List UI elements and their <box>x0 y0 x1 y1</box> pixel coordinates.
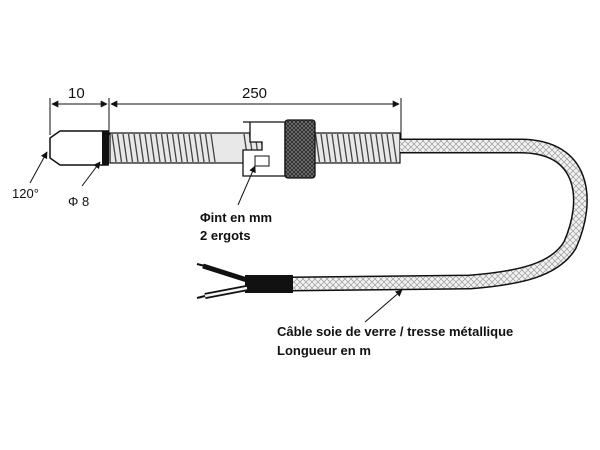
cable-note-line1: Câble soie de verre / tresse métallique <box>277 324 513 339</box>
angle-label: 120° <box>12 186 39 201</box>
cable-end <box>196 263 293 299</box>
diameter-label: Φ 8 <box>68 194 89 209</box>
leader-lines <box>29 151 403 323</box>
sensor-tip <box>49 130 109 166</box>
dimension-lines <box>49 98 402 140</box>
bayonet-nut <box>242 119 316 179</box>
dim-length-label: 250 <box>242 85 267 102</box>
nut-note-line1: Φint en mm <box>200 210 272 225</box>
dim-tip-label: 10 <box>68 85 85 102</box>
braided-cable <box>289 138 588 292</box>
cable-note-line2: Longueur en m <box>277 343 371 358</box>
nut-note-line2: 2 ergots <box>200 228 251 243</box>
